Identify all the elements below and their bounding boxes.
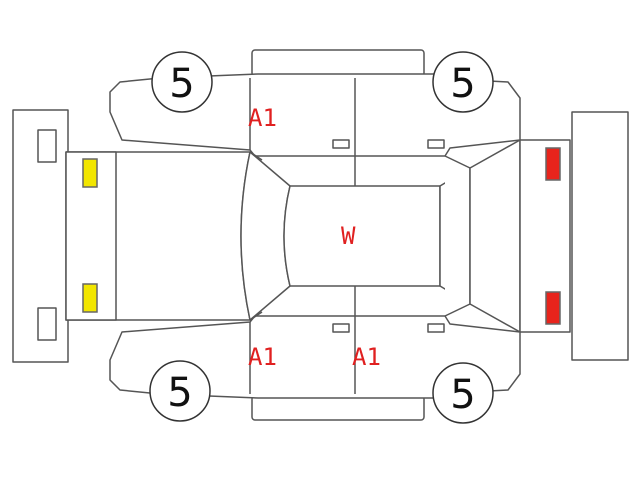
front-bumper (12, 109, 69, 363)
front-left-wheel: 5 (151, 51, 213, 113)
wheel-grade-label: 5 (450, 61, 475, 107)
damage-mark-right-front-door: A1 (248, 343, 277, 371)
wheel-grade-label: 5 (167, 370, 192, 416)
right-taillight (545, 291, 561, 325)
left-headlight (82, 158, 98, 188)
damage-mark-left-front-door: A1 (248, 104, 277, 132)
front-right-wheel: 5 (149, 360, 211, 422)
roof-rail-bottom (251, 395, 425, 421)
rear-left-wheel: 5 (432, 51, 494, 113)
right-headlight (82, 283, 98, 313)
rear-bumper (571, 111, 629, 361)
damage-mark-roof: W (341, 222, 356, 250)
damage-mark-right-rear-door: A1 (352, 343, 381, 371)
rear-right-wheel: 5 (432, 362, 494, 424)
wheel-grade-label: 5 (169, 61, 194, 107)
roof-rail-top (251, 49, 425, 77)
left-taillight (545, 147, 561, 181)
body-top-view (65, 139, 571, 333)
wheel-grade-label: 5 (450, 372, 475, 418)
